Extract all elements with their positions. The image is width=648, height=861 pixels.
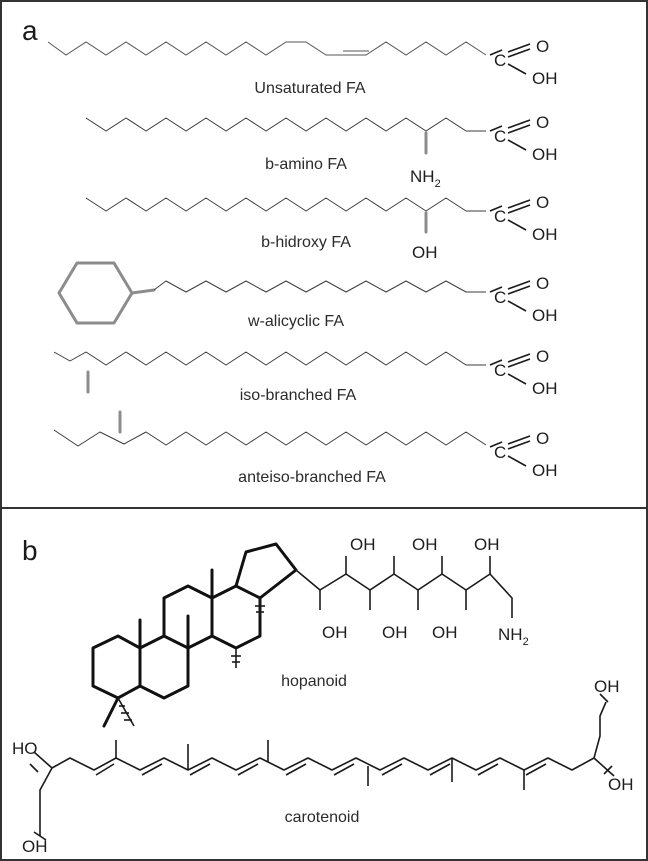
acid-oxygen: O: [536, 347, 549, 366]
hydroxyl-label: OH: [594, 677, 620, 696]
b-hidroxy-fa-structure: OH C O OH b-hidroxy FA: [85, 193, 558, 262]
acid-group: C O OH: [489, 429, 558, 480]
acid-hydroxyl: OH: [532, 379, 558, 398]
panel-b: b: [12, 535, 634, 856]
acid-carbon: C: [494, 288, 506, 307]
panel-b-letter: b: [22, 535, 38, 566]
acid-oxygen: O: [536, 113, 549, 132]
molecule-label: w-alicyclic FA: [247, 313, 344, 330]
hydroxyl-label: HO: [12, 739, 38, 758]
acid-carbon: C: [494, 361, 506, 380]
amine-label: NH2: [498, 625, 529, 648]
molecule-label: b-hidroxy FA: [261, 234, 351, 251]
molecule-label: anteiso-branched FA: [238, 469, 386, 486]
acid-carbon: C: [494, 51, 506, 70]
hydroxyl-label: OH: [322, 623, 348, 642]
acid-carbon: C: [494, 207, 506, 226]
b-amino-fa-structure: NH2 C O OH b-amino FA: [85, 113, 558, 190]
hydroxyl-label: OH: [432, 623, 458, 642]
acid-hydroxyl: OH: [532, 69, 558, 88]
acid-hydroxyl: OH: [532, 461, 558, 480]
hydroxyl-label: OH: [382, 623, 408, 642]
acid-group: C O OH: [489, 193, 558, 244]
carotenoid-structure: HO OH OH: [12, 677, 634, 856]
hydroxyl-label: OH: [412, 535, 438, 554]
panel-a-letter: a: [22, 15, 38, 46]
acid-hydroxyl: OH: [532, 145, 558, 164]
hydroxyl-label: OH: [22, 837, 48, 856]
panel-a: a C O OH Unsaturated FA NH2: [22, 15, 558, 486]
amino-group: NH2: [410, 167, 441, 190]
acid-group: C O OH: [489, 274, 558, 325]
molecule-label: b-amino FA: [265, 156, 347, 173]
acid-group: C O OH: [489, 37, 558, 88]
acid-hydroxyl: OH: [532, 306, 558, 325]
hydroxy-group: OH: [412, 243, 438, 262]
acid-oxygen: O: [536, 429, 549, 448]
acid-carbon: C: [494, 127, 506, 146]
carotenoid-label: carotenoid: [285, 809, 360, 826]
hopanoid-structure: OH OH OH OH OH OH NH2 hopanoid: [91, 535, 529, 728]
acid-carbon: C: [494, 443, 506, 462]
acid-oxygen: O: [536, 274, 549, 293]
acid-hydroxyl: OH: [532, 225, 558, 244]
acid-oxygen: O: [536, 193, 549, 212]
hydroxyl-label: OH: [474, 535, 500, 554]
molecule-label: Unsaturated FA: [254, 80, 366, 97]
cyclohexane-ring: [57, 261, 134, 325]
acid-group: C O OH: [489, 347, 558, 398]
iso-branched-fa-structure: C O OH iso-branched FA: [53, 347, 558, 404]
hydroxyl-label: OH: [608, 775, 634, 794]
w-alicyclic-fa-structure: C O OH w-alicyclic FA: [57, 261, 558, 330]
anteiso-branched-fa-structure: C O OH anteiso-branched FA: [53, 410, 558, 486]
hopanoid-label: hopanoid: [281, 673, 347, 690]
molecule-label: iso-branched FA: [240, 387, 357, 404]
hydroxyl-label: OH: [350, 535, 376, 554]
acid-group: C O OH: [489, 113, 558, 164]
unsaturated-fa-structure: C O OH Unsaturated FA: [47, 37, 558, 97]
acid-oxygen: O: [536, 37, 549, 56]
